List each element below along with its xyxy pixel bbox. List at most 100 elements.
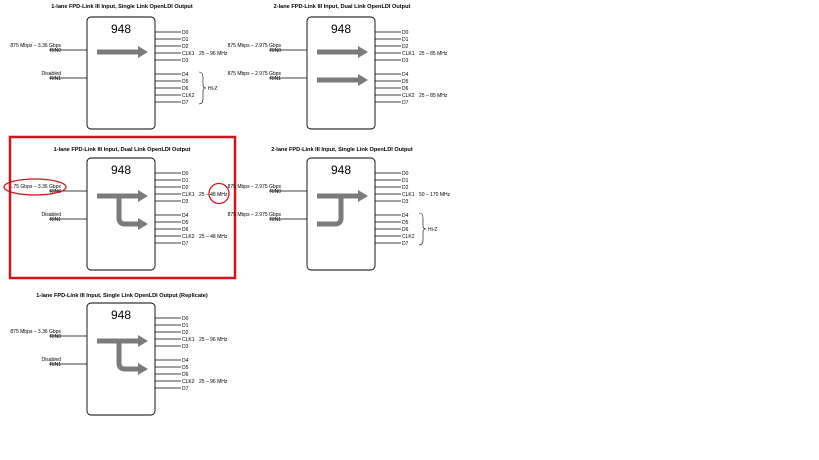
hiz-brace	[198, 71, 207, 105]
output-pin-label: CLK2	[182, 93, 195, 99]
output-pin-label: D1	[402, 37, 409, 43]
output-pin-label: D1	[182, 37, 189, 43]
chip-box	[306, 16, 376, 130]
output-pin-label: D7	[182, 100, 189, 106]
highlight-box	[8, 135, 237, 280]
output-pin-label: D2	[402, 44, 409, 50]
input-pin-label: RIN1	[270, 76, 282, 82]
input-rate-0: 875 Mbps – 2.975 Gbps	[228, 184, 282, 190]
output-pin-label: D4	[182, 213, 189, 219]
clk2-frequency: 25 – 48 MHz	[199, 234, 228, 240]
hiz-brace	[418, 212, 427, 246]
output-pin-label: D1	[182, 323, 189, 329]
output-pin-label: D4	[402, 72, 409, 78]
output-pin-label: D3	[182, 344, 189, 350]
panel-title: 2-lane FPD-Link III Input, Dual Link Ope…	[274, 4, 411, 10]
output-pin-label: D2	[182, 44, 189, 50]
output-pin-label: D0	[182, 316, 189, 322]
panel-title: 2-lane FPD-Link III Input, Single Link O…	[271, 147, 413, 153]
output-pin-label: D4	[402, 213, 409, 219]
input-rate-1: Disabled	[42, 71, 62, 77]
input-rate-1: 875 Mbps – 2.975 Gbps	[228, 71, 282, 77]
input-pin-label: RIN1	[50, 217, 62, 223]
output-pin-label: D3	[402, 58, 409, 64]
data-flow-arrow-split	[116, 196, 139, 227]
output-pin-label: D6	[182, 372, 189, 378]
output-pin-label: D0	[182, 171, 189, 177]
data-flow-arrow-head	[138, 46, 148, 58]
panel-title: 1-lane FPD-Link III Input, Dual Link Ope…	[54, 147, 191, 153]
output-pin-label: D7	[402, 100, 409, 106]
output-pin-label: D5	[182, 79, 189, 85]
panel-title: 1-lane FPD-Link III Input, Single Link O…	[51, 4, 193, 10]
input-pin-label: RIN0	[270, 48, 282, 54]
input-pin-label: RIN0	[50, 48, 62, 54]
output-pin-label: D1	[182, 178, 189, 184]
data-flow-arrow-merge	[317, 196, 344, 227]
data-flow-arrow-top-head	[138, 335, 148, 347]
input-rate-0: 875 Mbps – 3.36 Gbps	[10, 329, 61, 335]
input-rate-1: Disabled	[42, 212, 62, 218]
input-pin-label: RIN1	[50, 76, 62, 82]
mode-panel-1: 1-lane FPD-Link III Input, Single Link O…	[10, 4, 228, 130]
output-pin-label: D2	[402, 185, 409, 191]
data-flow-arrow-top-head	[138, 190, 148, 202]
output-pin-label: CLK2	[402, 234, 415, 240]
clk1-frequency: 25 – 96 MHz	[199, 51, 228, 57]
highlight-frequency-circle	[208, 182, 230, 205]
mode-panel-2: 2-lane FPD-Link III Input, Dual Link Ope…	[228, 4, 448, 130]
input-pin-label: RIN0	[270, 189, 282, 195]
output-pin-label: D6	[402, 86, 409, 92]
data-flow-arrow-main-head	[358, 190, 368, 202]
input-rate-1: 875 Mbps – 2.975 Gbps	[228, 212, 282, 218]
output-pin-label: D4	[182, 72, 189, 78]
output-pin-label: D0	[402, 171, 409, 177]
output-pin-label: D4	[182, 358, 189, 364]
output-pin-label: D5	[182, 365, 189, 371]
input-pin-label: RIN1	[270, 217, 282, 223]
chip-box	[86, 16, 156, 130]
hiz-label: Hi-Z	[428, 227, 437, 233]
output-pin-label: D5	[182, 220, 189, 226]
input-rate-0: 875 Mbps – 2.975 Gbps	[228, 43, 282, 49]
clk1-frequency: 25 – 48 MHz	[199, 192, 228, 198]
mode-panel-4: 2-lane FPD-Link III Input, Single Link O…	[228, 147, 451, 271]
highlight-rate-ellipse	[3, 178, 67, 196]
chip-label: 948	[111, 22, 131, 36]
output-pin-label: D5	[402, 79, 409, 85]
mode-panel-5: 1-lane FPD-Link III Input, Single Link O…	[10, 293, 228, 416]
input-rate-0: 875 Mbps – 3.36 Gbps	[10, 43, 61, 49]
output-pin-label: D2	[182, 185, 189, 191]
data-flow-arrow-bottom-head	[358, 74, 368, 86]
output-pin-label: CLK2	[182, 379, 195, 385]
chip-label: 948	[331, 163, 351, 177]
input-rate-0: 1.75 Gbps – 3.36 Gbps	[9, 184, 61, 190]
chip-label: 948	[331, 22, 351, 36]
clk2-frequency: 25 – 96 MHz	[199, 379, 228, 385]
output-pin-label: D3	[182, 199, 189, 205]
input-pin-label: RIN0	[50, 334, 62, 340]
output-pin-label: D6	[182, 86, 189, 92]
output-pin-label: CLK1	[402, 192, 415, 198]
clk2-frequency: 25 – 85 MHz	[419, 93, 448, 99]
output-pin-label: D3	[182, 58, 189, 64]
data-flow-arrow-top-head	[358, 46, 368, 58]
output-pin-label: CLK2	[182, 234, 195, 240]
output-pin-label: CLK2	[402, 93, 415, 99]
output-pin-label: D5	[402, 220, 409, 226]
output-pin-label: D6	[402, 227, 409, 233]
output-pin-label: CLK1	[182, 337, 195, 343]
input-pin-label: RIN0	[50, 189, 62, 195]
chip-label: 948	[111, 163, 131, 177]
output-pin-label: CLK1	[402, 51, 415, 57]
output-pin-label: D3	[402, 199, 409, 205]
panel-title: 1-lane FPD-Link III Input, Single Link O…	[36, 293, 208, 299]
output-pin-label: D7	[182, 241, 189, 247]
mode-panel-3: 1-lane FPD-Link III Input, Dual Link Ope…	[3, 135, 237, 280]
output-pin-label: D7	[402, 241, 409, 247]
output-pin-label: D0	[402, 30, 409, 36]
input-pin-label: RIN1	[50, 362, 62, 368]
input-rate-1: Disabled	[42, 357, 62, 363]
hiz-label: Hi-Z	[208, 86, 217, 92]
clk1-frequency: 25 – 85 MHz	[419, 51, 448, 57]
